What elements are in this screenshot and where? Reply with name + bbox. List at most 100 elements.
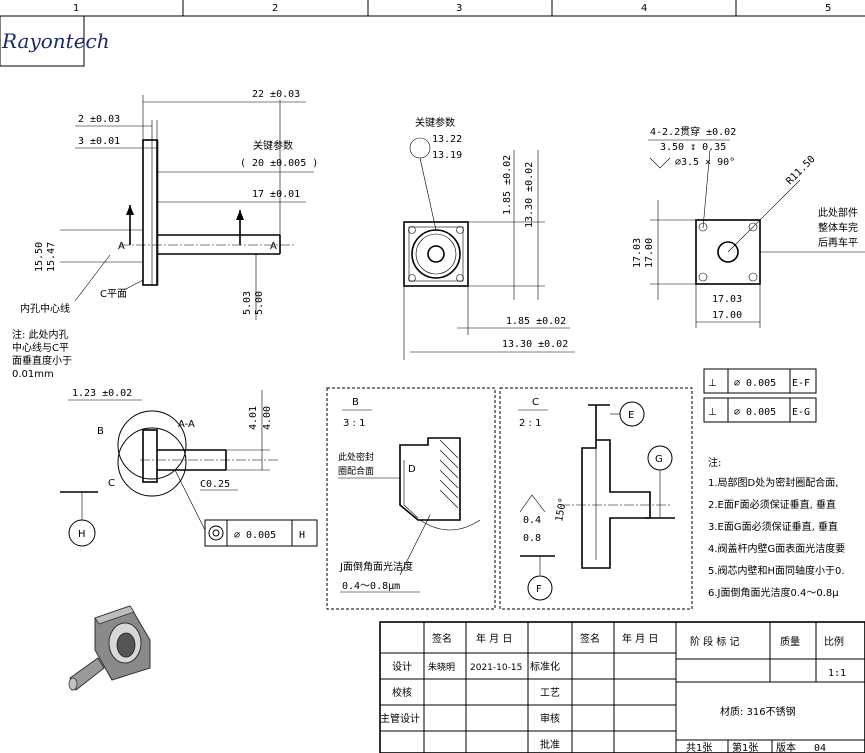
tb-header-scale: 比例 xyxy=(824,635,844,648)
isometric-part xyxy=(68,605,151,691)
dim-13-22: 13.22 xyxy=(432,134,462,145)
fcf-perp-eg-tol: ⌀ 0.005 xyxy=(734,407,776,418)
dim-2: 2 ±0.03 xyxy=(78,114,120,125)
view-front: 关键参数 13.22 13.19 1.85 ±0.02 13.30 ±0.02 … xyxy=(403,116,575,360)
note-line-2: 中心线与C平 xyxy=(12,341,69,354)
side-note-1: 此处部件 xyxy=(818,206,858,219)
hole-callout-2: 3.50 ↧ 0.35 xyxy=(660,142,726,153)
notes: 注: 1.局部图D处为密封圈配合面, 2.E面F面必须保证垂直, 垂直 3.E面… xyxy=(708,456,845,599)
tb-role-standard: 标准化 xyxy=(530,660,560,673)
zone-2: 2 xyxy=(272,3,278,14)
detail-c-name: C xyxy=(532,397,539,408)
detail-c-finish-max: 0.4 xyxy=(523,515,541,526)
tb-header-date-2: 年 月 日 xyxy=(622,632,658,645)
note-item-1: 1.局部图D处为密封圈配合面, xyxy=(708,476,838,489)
tb-role-lead: 主管设计 xyxy=(380,712,420,725)
detail-c-angle: 150° xyxy=(554,497,569,523)
fcf-coax-tol: ⌀ 0.005 xyxy=(234,530,276,541)
tb-scale-value: 1:1 xyxy=(828,668,846,679)
dim-22: 22 ±0.03 xyxy=(252,89,300,100)
tb-header-sign-2: 签名 xyxy=(580,632,600,645)
dim-3: 3 ±0.01 xyxy=(78,136,120,147)
dim-15-47: 15.47 xyxy=(46,242,57,272)
note-line-3: 面垂直度小于 xyxy=(12,354,72,367)
dim-17-00-v: 17.00 xyxy=(644,238,655,268)
tb-version-label: 版本 xyxy=(776,741,796,753)
datum-g: G xyxy=(655,454,663,465)
zone-ruler: 1 2 3 4 5 xyxy=(0,0,865,17)
hole-callout-3: ⌀3.5 × 90° xyxy=(675,157,735,168)
dim-13-30-v: 13.30 ±0.02 xyxy=(524,162,535,228)
tb-role-check: 校核 xyxy=(392,686,412,699)
tb-header-mass: 质量 xyxy=(780,636,800,648)
datum-f: F xyxy=(536,584,542,595)
note-item-4: 4.阀盖杆内壁G面表面光洁度要 xyxy=(708,542,845,555)
zone-3: 3 xyxy=(456,3,462,14)
detail-b-seal-2: 圈配合面 xyxy=(338,465,374,477)
tb-designer-name: 朱晓明 xyxy=(428,661,455,673)
note-item-2: 2.E面F面必须保证垂直, 垂直 xyxy=(708,498,836,511)
hole-callout-1: 4-2.2贯穿 ±0.02 xyxy=(650,125,736,138)
tb-sheet-no: 第1张 xyxy=(732,741,758,753)
logo-text: Rayontech xyxy=(1,29,110,53)
detail-b-scale: 3 : 1 xyxy=(343,418,365,429)
note-line-1: 注: 此处内孔 xyxy=(12,328,69,341)
dim-17-03-h: 17.03 xyxy=(712,294,742,305)
fcf-perp-eg-symbol: ⊥ xyxy=(708,407,717,418)
view-side: 22 ±0.03 2 ±0.03 3 ±0.01 关键参数 ( 20 ±0.00… xyxy=(12,89,318,380)
section-mark-a-right: A xyxy=(270,241,277,252)
notes-heading: 注: xyxy=(708,456,721,469)
tb-header-stage: 阶 段 标 记 xyxy=(690,635,740,648)
tb-role-review: 审核 xyxy=(540,712,560,725)
dim-1-23: 1.23 ±0.02 xyxy=(72,388,132,399)
radius-r11-50: R11.50 xyxy=(784,154,817,187)
perpendicularity-frames: ⊥ ⌀ 0.005 E-F ⊥ ⌀ 0.005 E-G xyxy=(703,368,817,423)
dim-1-85-h: 1.85 ±0.02 xyxy=(506,316,566,327)
fcf-perp-ef-tol: ⌀ 0.005 xyxy=(734,378,776,389)
section-mark-a-left: A xyxy=(118,241,125,252)
dim-1-85-v: 1.85 ±0.02 xyxy=(502,155,513,215)
detail-b: B 3 : 1 此处密封 圈配合面 D J面倒角面光洁度 0.4～0.8μm xyxy=(326,387,496,610)
detail-c-scale: 2 : 1 xyxy=(519,418,541,429)
tb-design-date: 2021-10-15 xyxy=(470,663,522,673)
zone-4: 4 xyxy=(641,3,647,14)
detail-b-label-d: D xyxy=(408,464,416,475)
title-block: 签名 年 月 日 签名 年 月 日 阶 段 标 记 质量 比例 设计 朱晓明 2… xyxy=(379,621,865,753)
fcf-perp-ef-datum: E-F xyxy=(792,378,810,389)
note-item-3: 3.E面G面必须保证垂直, 垂直 xyxy=(708,520,838,533)
tb-version: 04 xyxy=(814,743,826,753)
fcf-coaxiality: ⌀ 0.005 H xyxy=(204,519,318,547)
dim-13-19: 13.19 xyxy=(432,150,462,161)
dim-4-01: 4.01 xyxy=(248,406,259,430)
detail-b-name: B xyxy=(352,397,359,408)
note-line-4: 0.01mm xyxy=(12,369,54,380)
note-item-6: 6.J面倒角面光洁度0.4～0.8μ xyxy=(708,586,839,599)
dim-15-50: 15.50 xyxy=(34,242,45,272)
tb-material: 材质: 316不锈钢 xyxy=(720,705,796,718)
tb-header-date-1: 年 月 日 xyxy=(476,632,512,645)
datum-h: H xyxy=(78,529,86,540)
datum-e: E xyxy=(628,410,634,421)
tb-sheets: 共1张 xyxy=(686,742,712,753)
fcf-perp-ef: ⊥ ⌀ 0.005 E-F xyxy=(703,368,817,394)
view-rear: 4-2.2贯穿 ±0.02 3.50 ↧ 0.35 ⌀3.5 × 90° R11… xyxy=(632,125,865,328)
detail-b-finish-value: 0.4～0.8μm xyxy=(342,581,400,592)
label-bore-centerline: 内孔中心线 xyxy=(20,302,70,315)
dim-13-30-h: 13.30 ±0.02 xyxy=(502,339,568,350)
dim-17: 17 ±0.01 xyxy=(252,189,300,200)
front-key-param-label: 关键参数 xyxy=(415,116,455,129)
dim-4-00: 4.00 xyxy=(262,406,273,430)
key-param-label: 关键参数 xyxy=(253,139,293,152)
detail-b-callout: B xyxy=(97,426,104,437)
fcf-perp-eg-datum: E-G xyxy=(792,407,810,418)
tb-role-process: 工艺 xyxy=(540,687,560,699)
dim-20: ( 20 ±0.005 ) xyxy=(240,158,318,169)
tb-role-approve: 批准 xyxy=(540,738,560,751)
detail-b-seal-1: 此处密封 xyxy=(338,451,374,463)
note-item-5: 5.阀芯内壁和H面同轴度小于0. xyxy=(708,564,845,577)
fcf-perp-ef-symbol: ⊥ xyxy=(708,378,717,389)
detail-c: C 2 : 1 E G F 150° 0.4 0.8 xyxy=(499,387,693,610)
detail-c-callout: C xyxy=(108,478,115,489)
side-note-2: 整体车完 xyxy=(818,221,858,234)
detail-c-finish-min: 0.8 xyxy=(523,533,541,544)
